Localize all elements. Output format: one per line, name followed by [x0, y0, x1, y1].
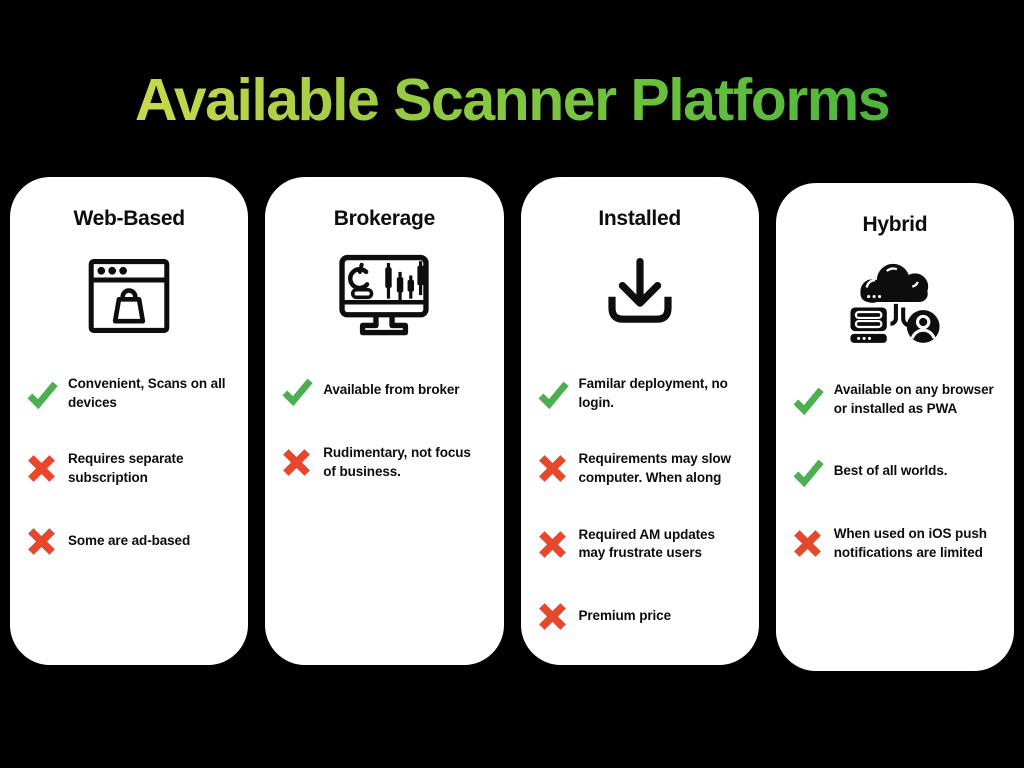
point-text: Available from broker	[323, 382, 460, 398]
con-point-row: Rudimentary, not focus of business.	[281, 444, 487, 481]
con-point-row: Some are ad-based	[26, 526, 232, 557]
point-text: Familar deployment, no login.	[578, 376, 728, 410]
check-icon	[281, 375, 314, 406]
point-text: Best of all worlds.	[833, 463, 948, 479]
check-icon	[537, 378, 570, 410]
point-text: Some are ad-based	[68, 532, 191, 548]
point-text: Rudimentary, not focus of business.	[323, 445, 471, 479]
trading-monitor-icon	[281, 243, 487, 349]
point-text: Available on any browser or installed as…	[833, 382, 994, 416]
card-title: Hybrid	[862, 213, 928, 236]
card-installed: Installed Familar deployment, no login.	[520, 177, 759, 665]
slide: Available Scanner Platforms Web-Based	[0, 66, 1024, 768]
card-title: Brokerage	[333, 207, 435, 230]
point-text: Requirements may slow computer. When alo…	[578, 451, 732, 485]
pro-point-row: Available on any browser or installed as…	[792, 381, 998, 418]
con-point-row: Requires separate subscription	[26, 450, 232, 487]
pro-point-row: Familar deployment, no login.	[537, 375, 743, 412]
point-text: When used on iOS push notifications are …	[833, 526, 987, 560]
points-list: Familar deployment, no login. Requiremen…	[537, 375, 743, 632]
con-point-row: Requirements may slow computer. When alo…	[537, 450, 743, 487]
card-brokerage: Brokerage	[265, 177, 504, 665]
point-text: Requires separate subscription	[68, 451, 184, 485]
cross-icon	[537, 453, 570, 484]
cross-icon	[537, 601, 570, 632]
con-point-row: Required AM updates may frustrate users	[537, 526, 743, 563]
check-icon	[792, 384, 825, 416]
pro-point-row: Available from broker	[281, 375, 487, 406]
check-icon	[26, 378, 59, 410]
cloud-server-user-icon	[792, 249, 998, 355]
cross-icon	[26, 453, 59, 484]
cross-icon	[281, 447, 314, 478]
points-list: Available from broker Rudimentary, not f…	[281, 375, 487, 481]
slide-title: Available Scanner Platforms	[0, 66, 1024, 134]
con-point-row: Premium price	[537, 601, 743, 632]
card-web-based: Web-Based Convenient, Scans on all devic…	[10, 177, 249, 665]
cross-icon	[792, 528, 825, 559]
cross-icon	[537, 529, 570, 560]
download-icon	[537, 243, 743, 349]
point-text: Premium price	[578, 607, 672, 623]
point-text: Convenient, Scans on all devices	[68, 376, 226, 410]
platform-cards-row: Web-Based Convenient, Scans on all devic…	[0, 177, 1024, 671]
cross-icon	[26, 526, 59, 557]
check-icon	[792, 456, 825, 488]
card-title: Web-Based	[73, 207, 185, 230]
pro-point-row: Convenient, Scans on all devices	[26, 375, 232, 412]
points-list: Convenient, Scans on all devices Require…	[26, 375, 232, 557]
card-title: Installed	[598, 207, 681, 230]
point-text: Required AM updates may frustrate users	[578, 526, 715, 561]
points-list: Available on any browser or installed as…	[792, 381, 998, 563]
pro-point-row: Best of all worlds.	[792, 456, 998, 488]
card-hybrid: Hybrid	[775, 183, 1014, 671]
con-point-row: When used on iOS push notifications are …	[792, 525, 998, 562]
browser-shopping-bag-icon	[26, 243, 232, 349]
